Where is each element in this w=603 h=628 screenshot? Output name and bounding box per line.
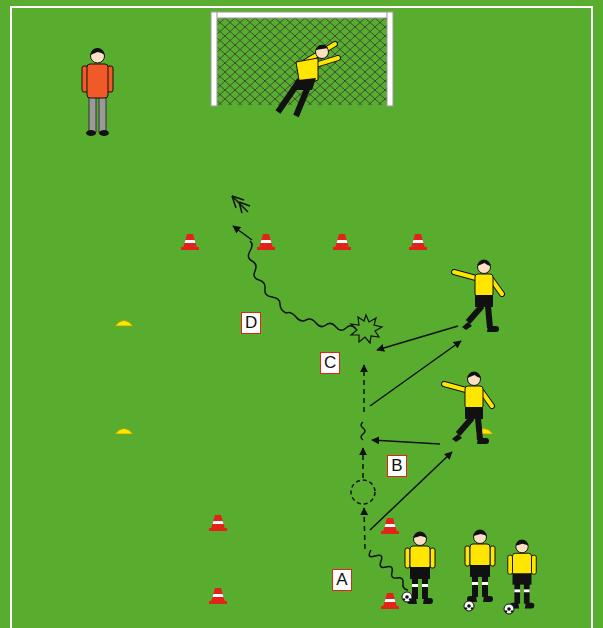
- coach: [82, 48, 113, 136]
- cones: [181, 234, 427, 609]
- movement-lines: [233, 226, 461, 590]
- callout-letter: D: [241, 312, 261, 334]
- waiting-players: [402, 530, 536, 615]
- disc-markers: [115, 321, 493, 435]
- pitch-line: [11, 7, 592, 628]
- ball-contact-burst: [351, 315, 382, 343]
- goalkeeper: [278, 44, 338, 116]
- passing-players: [444, 260, 502, 445]
- callout-letter: B: [387, 455, 407, 477]
- callout-letter: C: [320, 352, 340, 374]
- goal: [211, 12, 393, 106]
- shot-symbol: [232, 196, 250, 213]
- callout-letter: A: [332, 569, 352, 591]
